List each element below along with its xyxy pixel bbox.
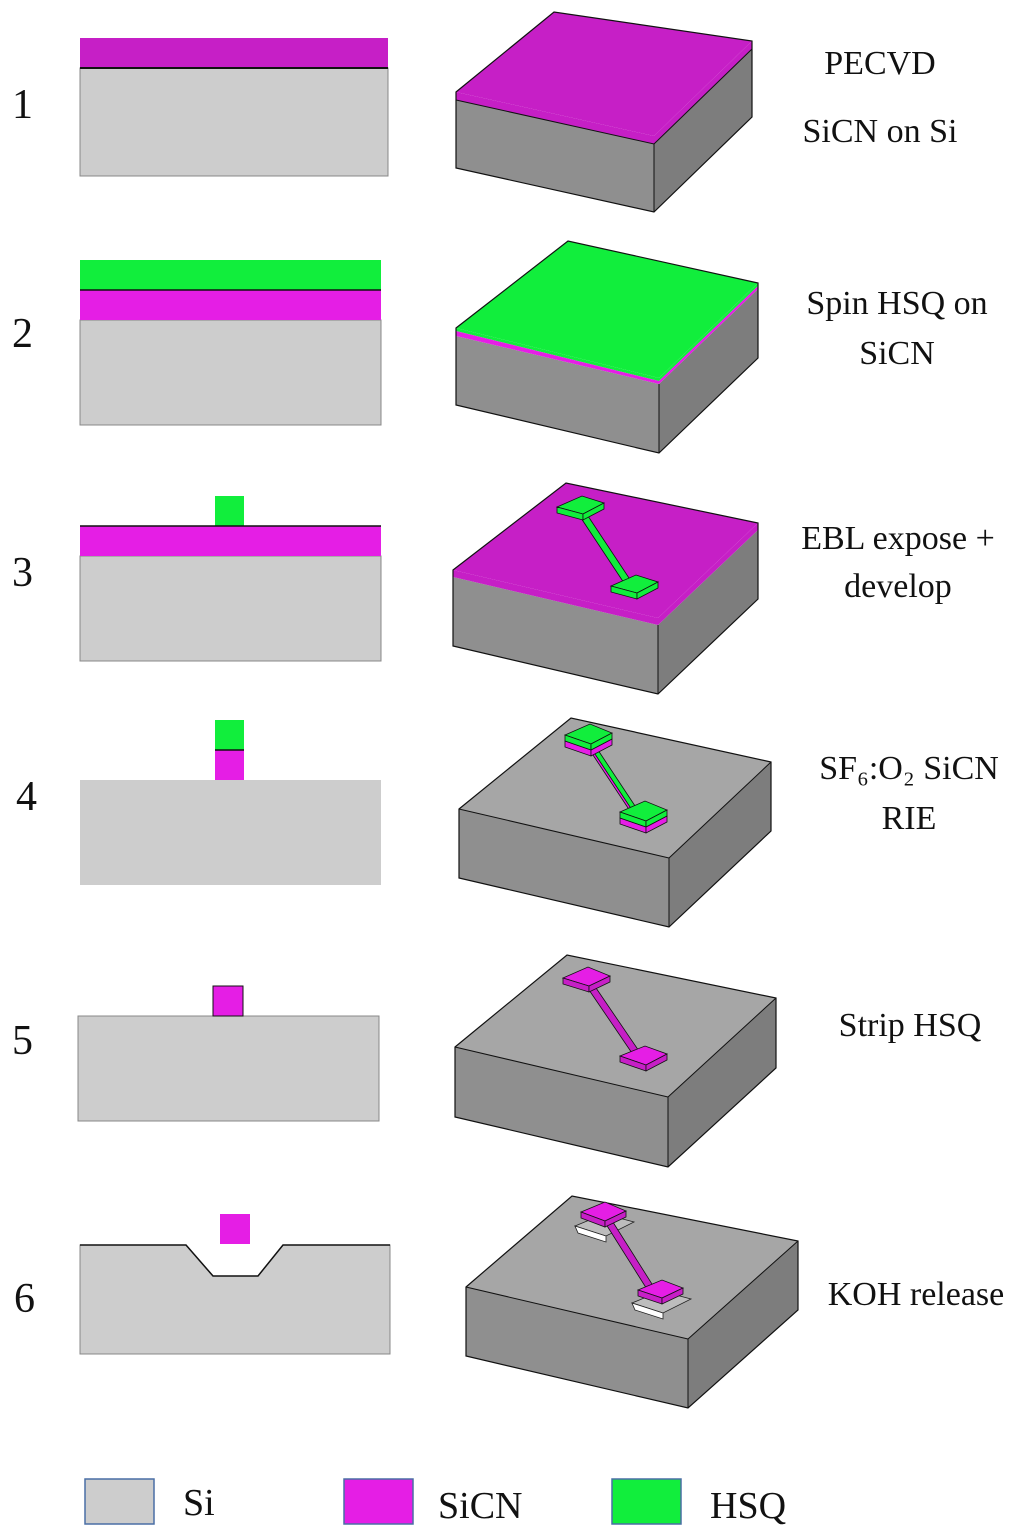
cross-section-1 — [79, 38, 389, 177]
cross-section-4 — [80, 720, 381, 885]
block-front-face — [456, 336, 659, 453]
block-top-face — [466, 1196, 798, 1339]
si-substrate-layer — [77, 1015, 380, 1122]
sicn-side-edge — [658, 523, 758, 625]
block-side-face — [659, 289, 758, 453]
hsq-top-face — [456, 241, 758, 378]
sicn-layer — [80, 38, 388, 68]
block-3d-2 — [455, 240, 759, 454]
sicn-block — [212, 985, 244, 1017]
block-side-face — [658, 530, 758, 694]
block-front-face — [455, 1047, 668, 1167]
sicn-block — [215, 750, 244, 780]
block-3d-1 — [455, 11, 753, 213]
legend-swatch-si — [84, 1478, 155, 1525]
sicn-top-face — [456, 12, 752, 136]
step-4-label-line-1: SF₆:O₂ SiCN — [819, 750, 999, 787]
block-side-face — [668, 998, 776, 1167]
step-1-label-line-1: PECVD — [824, 45, 935, 82]
si-substrate-layer — [79, 67, 389, 177]
cross-section-6 — [79, 1214, 391, 1355]
block-front-face — [459, 809, 669, 927]
legend-label-sicn: SiCN — [438, 1485, 522, 1527]
hsq-side-edge — [659, 283, 758, 381]
block-front-face — [453, 577, 658, 694]
block-side-face — [669, 762, 771, 927]
si-substrate-layer — [79, 555, 382, 662]
sicn-front-edge — [456, 331, 659, 384]
block-3d-3 — [452, 482, 759, 695]
etch-profile-line — [80, 1244, 390, 1277]
step-2-number: 2 — [12, 311, 33, 357]
block-front-face — [466, 1287, 688, 1408]
legend-label-hsq: HSQ — [710, 1485, 786, 1527]
step-3-number: 3 — [12, 550, 33, 596]
si-etched-substrate — [79, 1244, 391, 1355]
legend-label-si: Si — [183, 1482, 215, 1524]
sicn-front-edge — [456, 92, 654, 144]
sicn-layer — [80, 526, 381, 556]
step-4-label-line-2: RIE — [882, 800, 937, 837]
cross-section-3 — [79, 496, 382, 662]
step-2-label-line-2: SiCN — [859, 335, 935, 372]
sicn-side-edge — [659, 286, 758, 384]
block-side-face — [688, 1241, 798, 1408]
cross-section-2 — [79, 260, 382, 426]
hsq-mask-block — [215, 496, 244, 526]
legend: Si SiCN HSQ — [84, 1478, 786, 1527]
block-front-face — [456, 100, 654, 212]
block-side-face — [654, 49, 752, 212]
hsq-mask-block — [215, 720, 244, 750]
step-5-label-line-1: Strip HSQ — [839, 1007, 982, 1044]
legend-swatch-hsq — [611, 1478, 682, 1525]
si-substrate-layer — [80, 780, 381, 885]
cross-section-5 — [77, 985, 380, 1122]
step-2-label-line-1: Spin HSQ on — [806, 285, 987, 322]
sicn-front-edge — [453, 570, 658, 625]
block-3d-6 — [465, 1195, 799, 1409]
released-sicn-block — [220, 1214, 250, 1244]
hsq-front-edge — [456, 328, 659, 381]
step-6-label-line-1: KOH release — [828, 1276, 1005, 1313]
step-5-number: 5 — [12, 1018, 33, 1064]
step-1-number: 1 — [12, 82, 33, 128]
step-3-label-line-1: EBL expose + — [801, 520, 995, 557]
legend-swatch-sicn — [343, 1478, 414, 1525]
step-6-number: 6 — [14, 1276, 35, 1322]
step-4-number: 4 — [16, 774, 37, 820]
sicn-side-edge — [654, 41, 752, 144]
sicn-layer — [80, 290, 381, 320]
block-3d-4 — [458, 717, 772, 928]
step-1-label-line-2: SiCN on Si — [803, 113, 958, 150]
block-3d-5 — [454, 954, 777, 1168]
hsq-layer — [80, 260, 381, 290]
si-substrate-layer — [79, 319, 382, 426]
step-3-label-line-2: develop — [844, 568, 952, 605]
